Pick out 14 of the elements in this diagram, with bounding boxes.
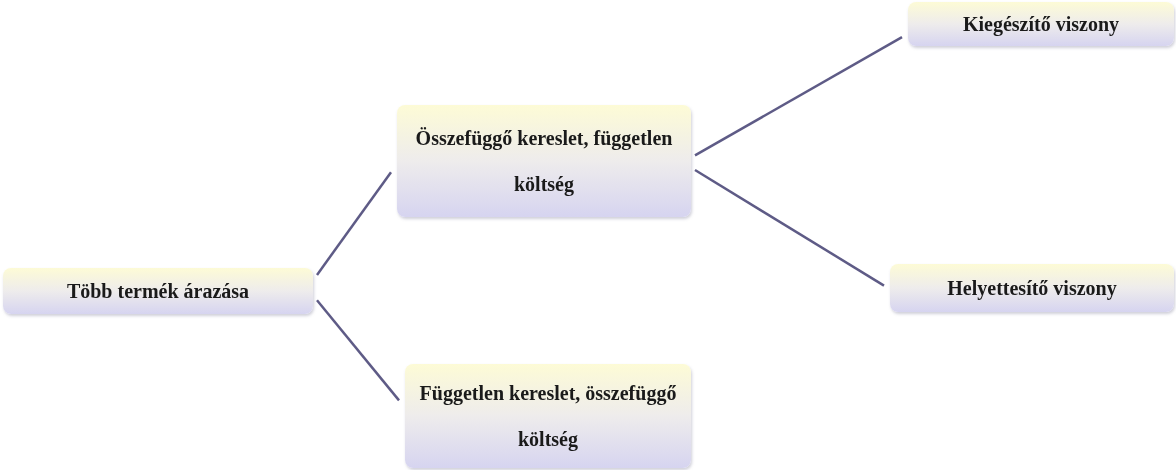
connector-line (316, 299, 400, 402)
topic-label: Több termék árazása (66, 279, 250, 304)
topic-label: Kiegészítő viszony (962, 12, 1120, 38)
connector-line (694, 36, 903, 157)
topic-label: Független kereslet, összefüggő költség (418, 381, 678, 453)
topic-box (890, 264, 1174, 312)
topic-box (3, 268, 313, 314)
topic-box (908, 2, 1174, 46)
topic-box (397, 105, 691, 217)
topic-box (405, 364, 691, 468)
topic-label: Helyettesítő viszony (947, 276, 1117, 302)
connector-line (694, 168, 885, 287)
topic-label: Összefüggő kereslet, független költség (414, 126, 674, 198)
connector-line (316, 171, 392, 276)
